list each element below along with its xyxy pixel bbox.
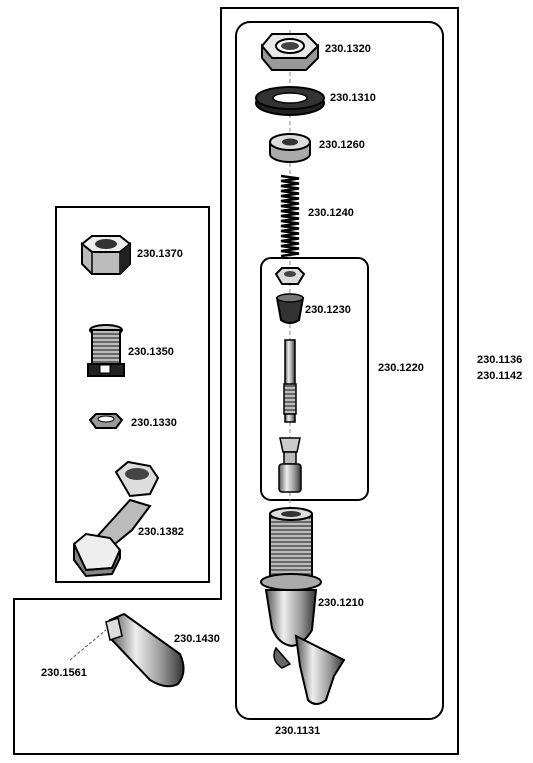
- label-230-1240: 230.1240: [308, 207, 354, 219]
- lever-handle-1430-part: [105, 612, 185, 688]
- label-230-1382: 230.1382: [138, 526, 184, 538]
- pin-1561-leader: [69, 629, 107, 661]
- label-230-1370: 230.1370: [137, 248, 183, 260]
- stem-assembly-frame: [260, 257, 369, 501]
- washer-1310-part: [255, 86, 325, 116]
- small-nut-part: [274, 267, 306, 285]
- label-230-1350: 230.1350: [128, 346, 174, 358]
- label-230-1260: 230.1260: [319, 139, 365, 151]
- swivel-elbow-1382-part: [72, 460, 160, 578]
- label-230-1131: 230.1131: [275, 725, 321, 737]
- hex-nut-1320-part: [260, 33, 320, 71]
- small-nut-1330-part: [88, 413, 124, 429]
- label-230-1561: 230.1561: [41, 667, 87, 679]
- label-230-1210: 230.1210: [318, 597, 364, 609]
- label-230-1330: 230.1330: [131, 417, 177, 429]
- label-230-1136: 230.1136: [477, 354, 523, 366]
- hex-nut-1370-part: [80, 235, 132, 275]
- seal-cone-1230-part: [275, 293, 305, 324]
- filter-1350-part: [87, 324, 125, 377]
- valve-body-1210-part: [260, 507, 346, 705]
- left-kit-frame: [55, 206, 210, 583]
- label-230-1230: 230.1230: [305, 304, 351, 316]
- label-230-1310: 230.1310: [330, 92, 376, 104]
- spring-1240-part: [280, 174, 300, 258]
- label-230-1142: 230.1142: [477, 370, 523, 382]
- label-230-1320: 230.1320: [325, 43, 371, 55]
- bushing-1260-part: [269, 133, 311, 163]
- valve-stem-part: [278, 339, 302, 493]
- valve-assembly-frame: [235, 21, 444, 720]
- outer-frame: [13, 7, 459, 755]
- label-230-1220: 230.1220: [378, 362, 424, 374]
- label-230-1430: 230.1430: [174, 633, 220, 645]
